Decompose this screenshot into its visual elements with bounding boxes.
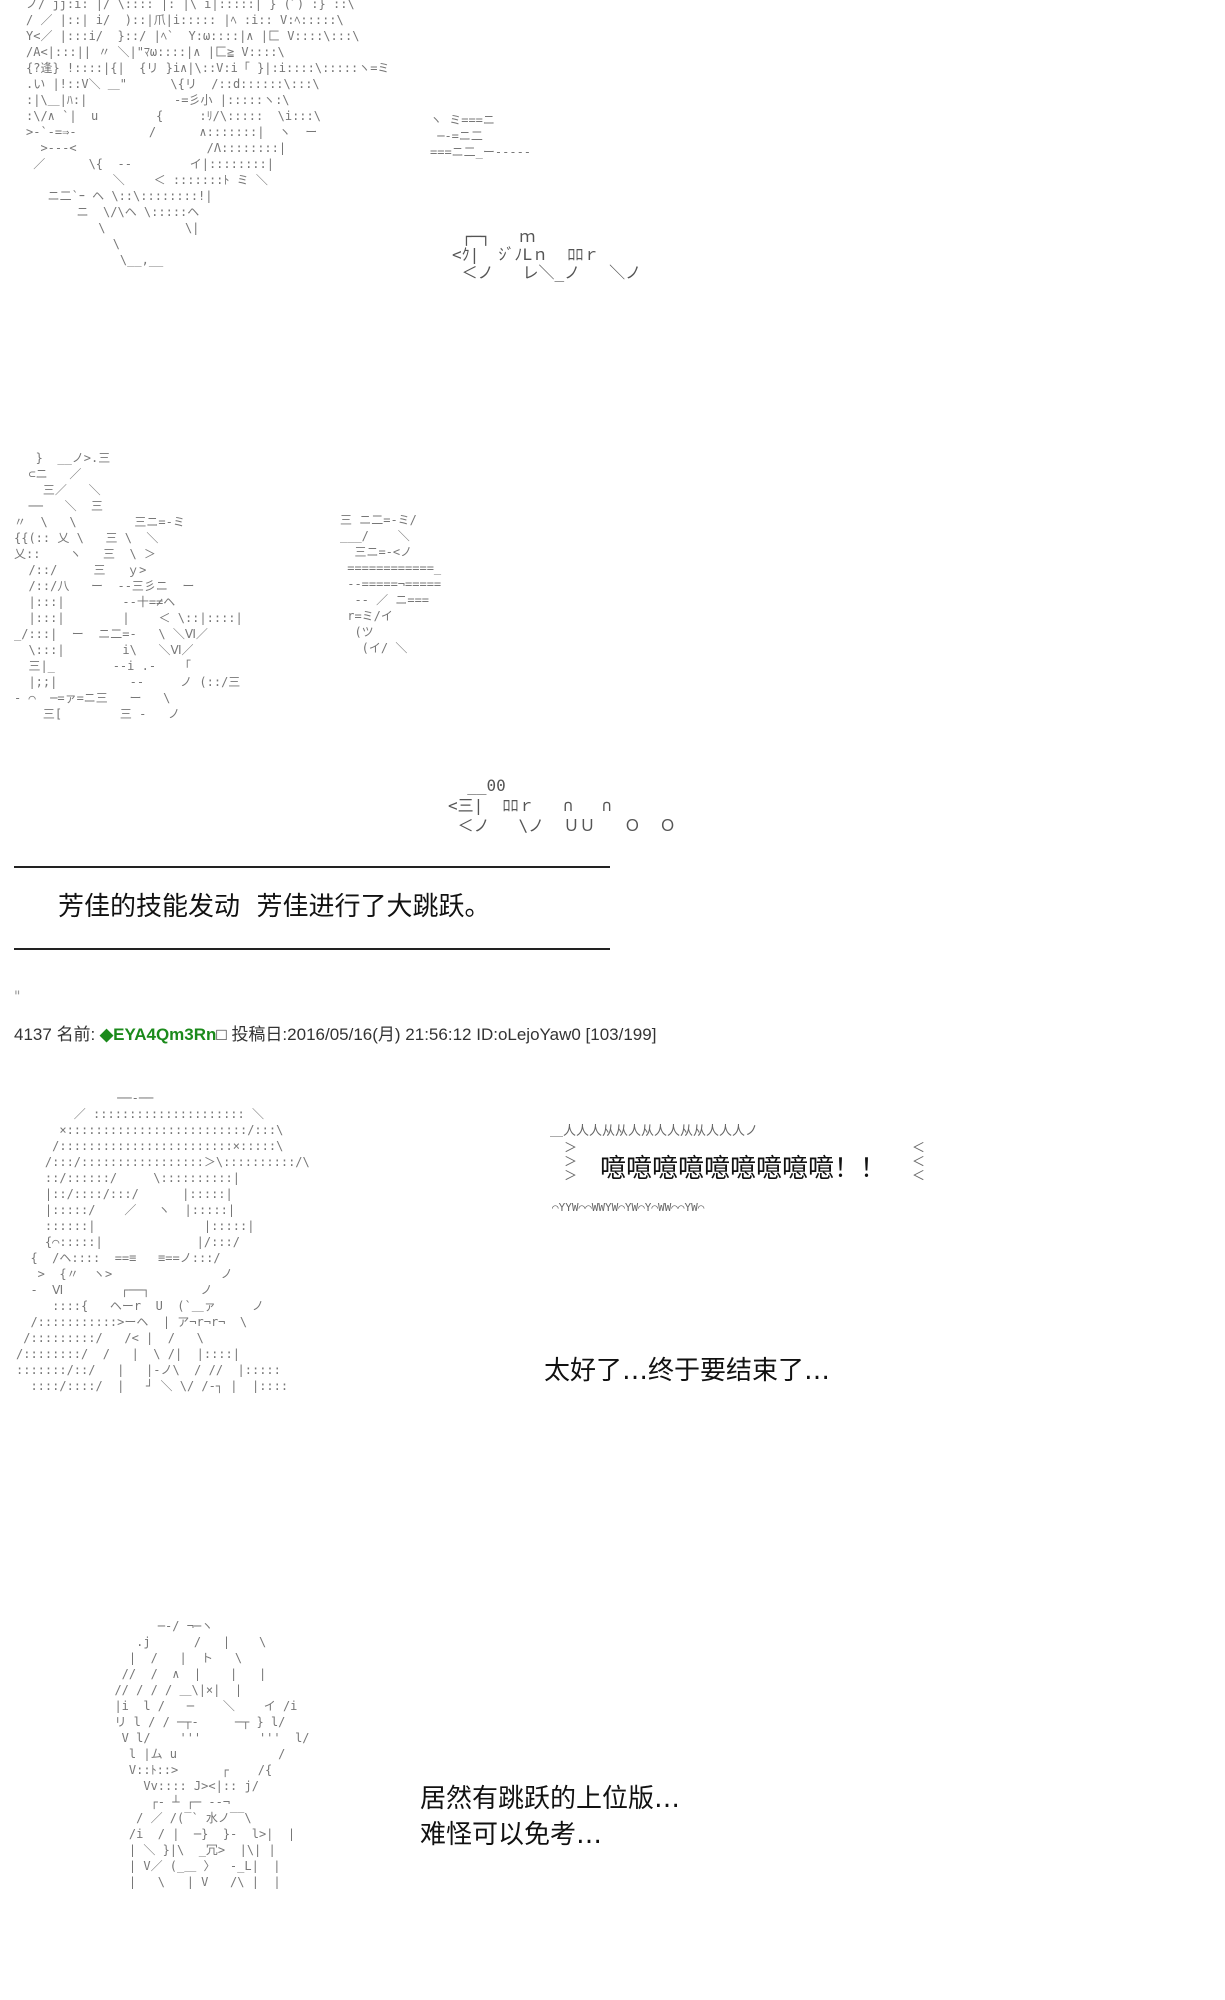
ascii-sfx-jump: ┌─┐ ｍ <ｸ| ｼﾞﾉLｎ ﾛﾛｒ ＜ノ レ＼_ノ ＼ノ [452, 227, 642, 282]
separator-bottom [14, 948, 610, 950]
ascii-art-jump: ノ/ jj:i: |/ \:::: |: |\ i|:::::| } (ﾟ) :… [26, 0, 390, 267]
ascii-sfx-leap: __00 <三| ﾛﾛｒ ∩ ∩ ＜ノ \ノ ＵＵ Ｏ Ｏ [448, 776, 676, 835]
bubble-bottom-edge: ⌒YYW⌒⌒WWYW⌒YW⌒Y⌒WW⌒⌒YW⌒ [552, 1201, 705, 1214]
post-trip[interactable]: ◆EYA4Qm3Rn [100, 1025, 217, 1044]
separator-top [14, 866, 610, 868]
post-date-label: 投稿日: [231, 1025, 288, 1044]
post-box: □ [216, 1025, 227, 1044]
bubble-top-edge: ＿人人人从从人从人人从从人人人ノ [550, 1124, 759, 1139]
post-id: ID:oLejoYaw0 [476, 1025, 581, 1044]
post-number: 4137 [14, 1025, 52, 1044]
post-counter: [103/199] [585, 1025, 657, 1044]
ascii-art-jump-motion: ヽ ミ===ニ ─‐=ニ二 ===ニ二_ー‐-‐‐‐ [430, 113, 532, 159]
post-header: 4137 名前: ◆EYA4Qm3Rn□ 投稿日:2016/05/16(月) 2… [14, 1020, 656, 1045]
bubble-text: 噫噫噫噫噫噫噫噫噫！！ [600, 1154, 887, 1184]
ascii-art-leap: } __ノ>.三 ⊂ニ ／ 三／ ＼ ── ＼ 三 〃 \ \ 三ニ=-ミ {{… [14, 451, 243, 721]
dialogue-relief: 太好了…终于要结束了… [544, 1356, 831, 1386]
bubble-right-edge: ＜＜＜ [912, 1141, 926, 1184]
post-name-label: 名前: [56, 1025, 96, 1044]
ascii-art-character-scream: ──‐── ／ ::::::::::::::::::::: ＼ ×:::::::… [16, 1091, 310, 1393]
ascii-art-character-thinking: ─‐/ ¬─ヽ .j / | \ | / | ト \ // / ∧ | | | … [114, 1619, 310, 1889]
small-mark: " [14, 989, 21, 1005]
bubble-left-edge: ＞＞＞ [564, 1141, 578, 1184]
post-date: 2016/05/16(月) 21:56:12 [287, 1025, 472, 1044]
dialogue-skill-line-1: 居然有跳跃的上位版… [420, 1784, 681, 1814]
narration-caption: 芳佳的技能发动 芳佳进行了大跳跃。 [58, 892, 491, 922]
dialogue-skill-line-2: 难怪可以免考… [420, 1820, 603, 1850]
ascii-art-leap-right: 三 ニ二=-ミ/ ___/ ＼ 三ニ=-<ノ ============_ --=… [340, 513, 442, 655]
